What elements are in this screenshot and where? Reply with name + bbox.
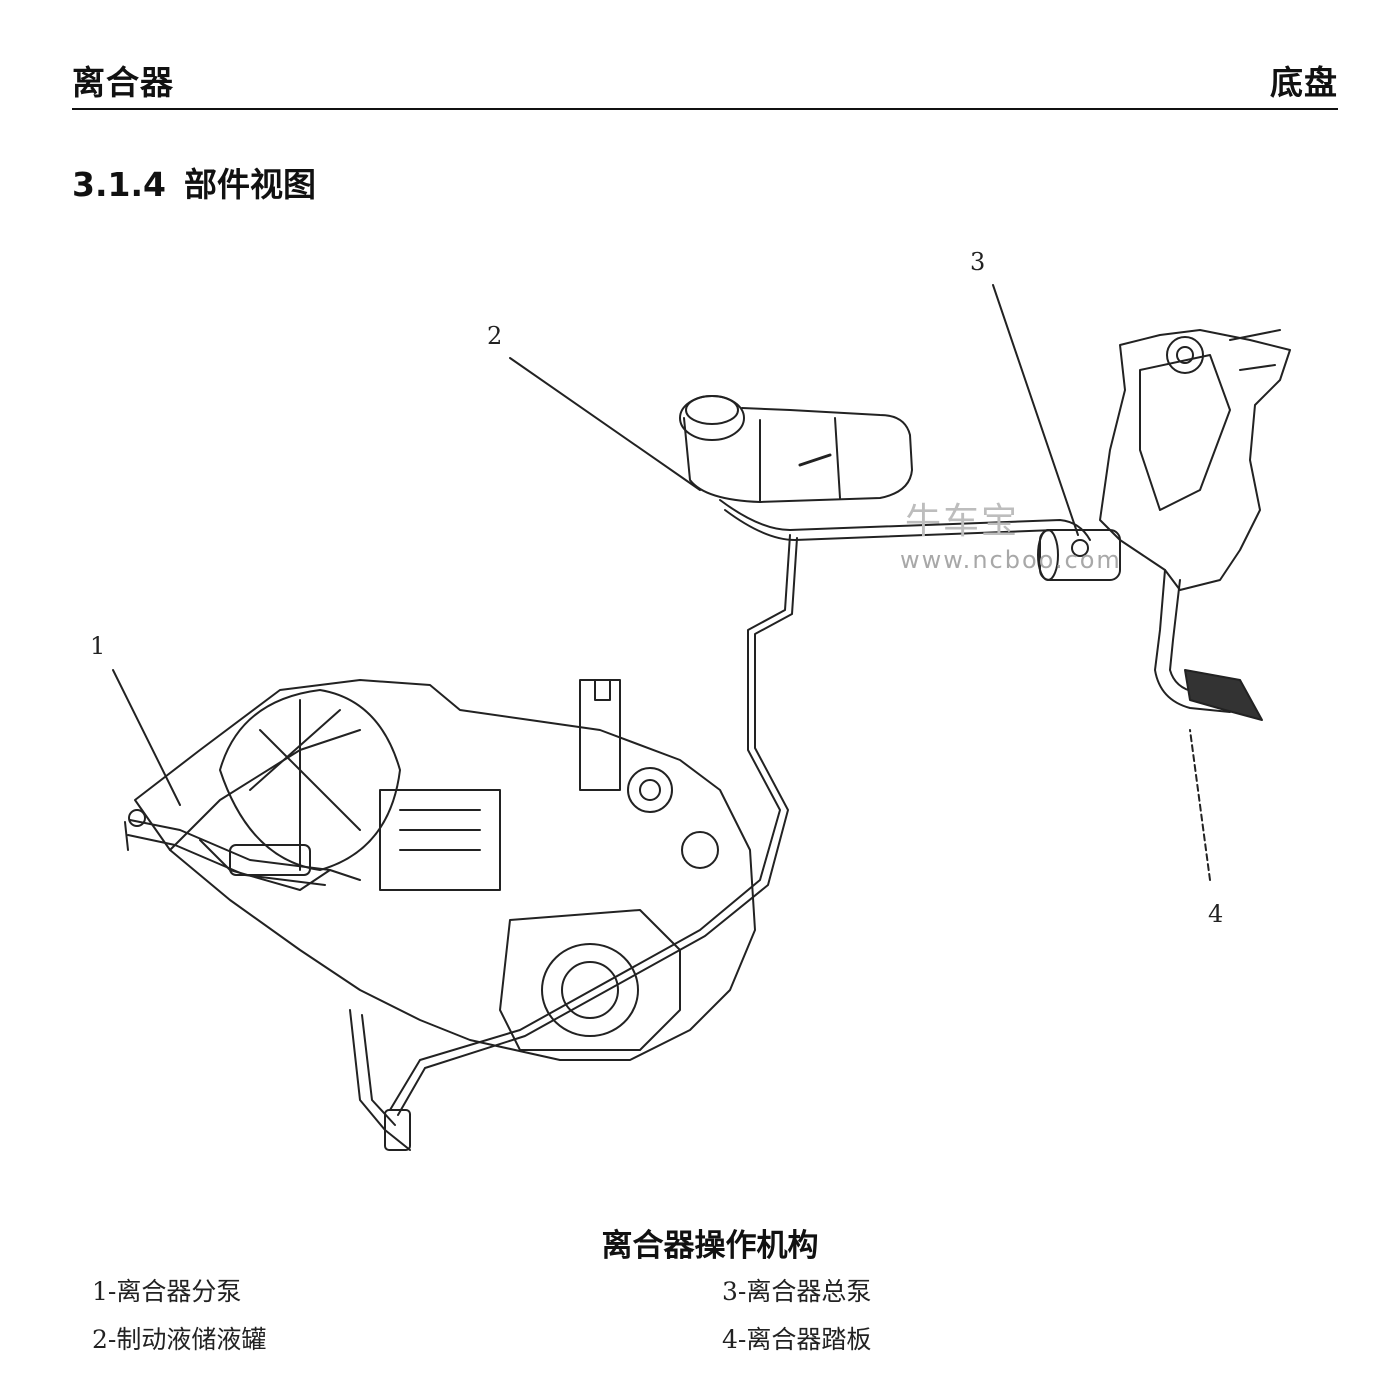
legend-item-2: 2-制动液储液罐 <box>92 1325 267 1354</box>
pedal-assembly <box>1099 329 1291 721</box>
leader-line-2 <box>509 357 701 491</box>
leader-line-3 <box>992 284 1079 536</box>
fluid-reservoir <box>679 395 913 503</box>
clutch-mechanism-diagram <box>112 284 1291 1151</box>
chapter-title: 底盘 <box>1270 63 1338 102</box>
leader-line-1 <box>112 669 181 806</box>
callout-3: 3 <box>970 248 986 276</box>
watermark-logo-text: 牛车宝 <box>905 501 1020 542</box>
watermark-url: www.ncboo.com <box>900 546 1122 574</box>
master-cylinder <box>1037 529 1121 581</box>
legend-item-1: 1-离合器分泵 <box>92 1277 242 1306</box>
leader-line-4 <box>1189 729 1211 881</box>
callout-1: 1 <box>90 632 106 660</box>
section-title: 离合器 <box>72 63 174 102</box>
hydraulic-lines <box>389 499 1091 1116</box>
subsection-number: 3.1.4 <box>72 165 166 204</box>
figure-caption: 离合器操作机构 <box>601 1228 819 1264</box>
subsection-heading: 3.1.4 部件视图 <box>72 158 316 206</box>
callout-2: 2 <box>487 322 503 350</box>
subsection-title: 部件视图 <box>183 165 316 204</box>
callout-4: 4 <box>1208 900 1224 928</box>
legend-item-3: 3-离合器总泵 <box>722 1277 872 1306</box>
transmission-assembly <box>124 679 756 1151</box>
page-header: 离合器 底盘 <box>72 52 1338 110</box>
legend-item-4: 4-离合器踏板 <box>722 1325 872 1354</box>
